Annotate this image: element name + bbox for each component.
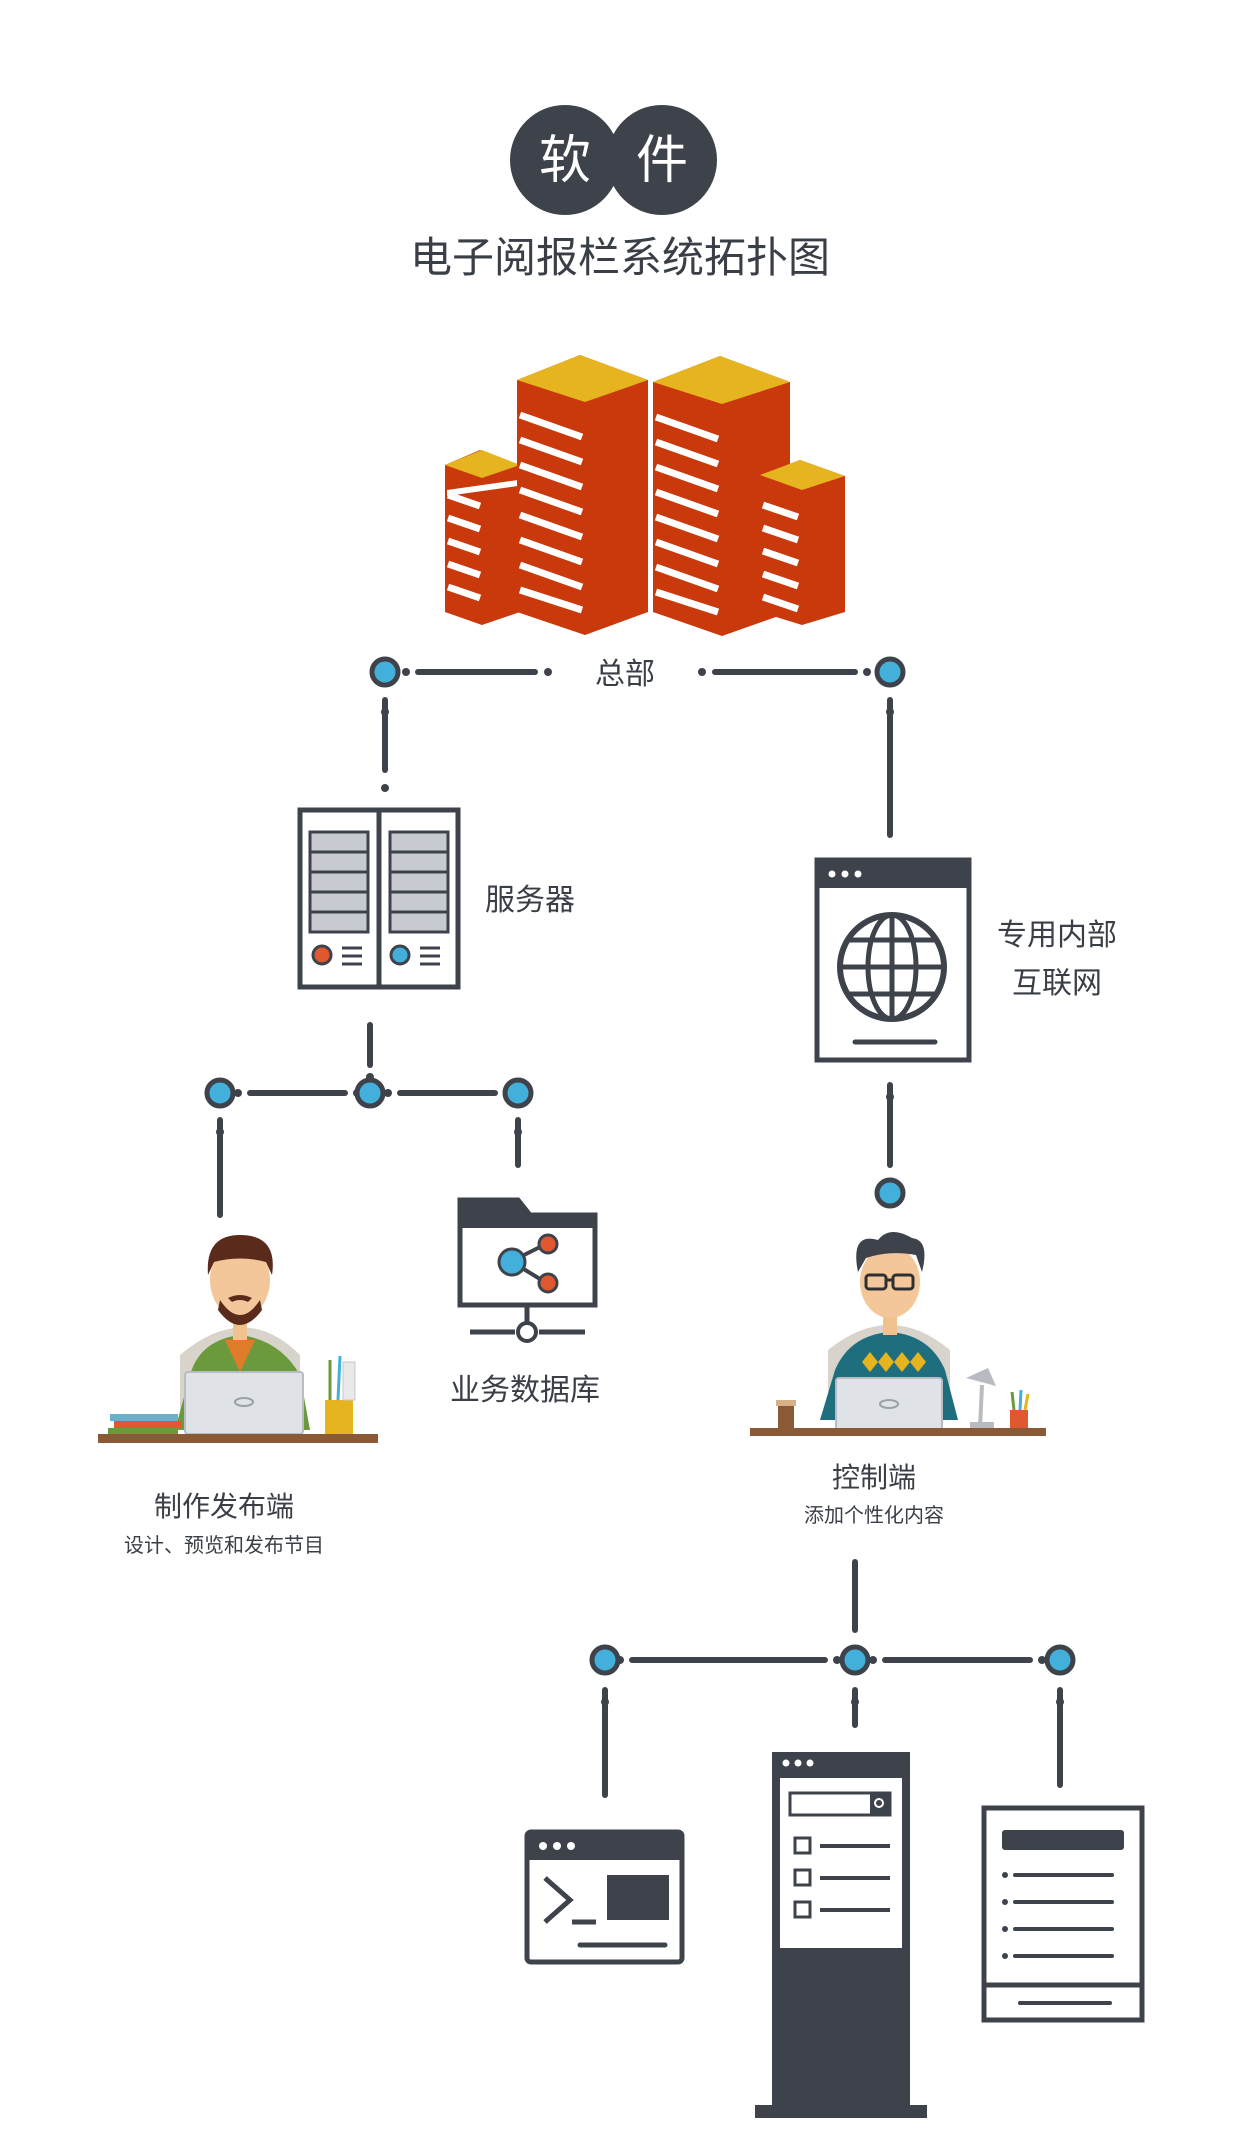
label-database: 业务数据库 — [450, 1373, 600, 1408]
page-title: 电子阅报栏系统拓扑图 — [410, 233, 830, 282]
globe-window-icon — [814, 857, 972, 1063]
node-hq-left — [369, 656, 401, 688]
node-hq-right — [874, 656, 906, 688]
server-rack-icon — [297, 807, 461, 990]
document-screen-icon — [981, 1805, 1145, 2023]
label-controller: 控制端 — [832, 1461, 916, 1494]
node-branch-center — [354, 1077, 386, 1109]
label-producer: 制作发布端 — [154, 1490, 294, 1523]
sublabel-controller: 添加个性化内容 — [804, 1503, 944, 1527]
kiosk-stand-icon — [755, 1752, 927, 2118]
share-folder-icon — [457, 1197, 598, 1343]
node-terminal-left — [589, 1644, 621, 1676]
node-terminal-right — [1044, 1644, 1076, 1676]
terminal-window-icon — [524, 1829, 685, 1965]
badge-char-1: 软 — [539, 131, 591, 191]
developer-at-laptop-icon — [750, 1231, 1046, 1436]
node-internet-bottom — [874, 1177, 906, 1209]
node-branch-left — [204, 1077, 236, 1109]
node-terminal-center — [839, 1644, 871, 1676]
label-internet-line2: 互联网 — [1012, 966, 1102, 1001]
node-branch-right — [502, 1077, 534, 1109]
label-internet-line1: 专用内部 — [997, 918, 1117, 953]
badge-char-2: 件 — [636, 131, 688, 191]
label-server: 服务器 — [485, 883, 575, 918]
office-buildings-icon — [445, 355, 845, 636]
sublabel-producer: 设计、预览和发布节目 — [124, 1533, 324, 1557]
label-headquarters: 总部 — [595, 657, 655, 692]
designer-at-laptop-icon — [98, 1235, 378, 1443]
title-badge: 软 件 — [510, 105, 717, 215]
network-nodes — [204, 656, 1076, 1676]
